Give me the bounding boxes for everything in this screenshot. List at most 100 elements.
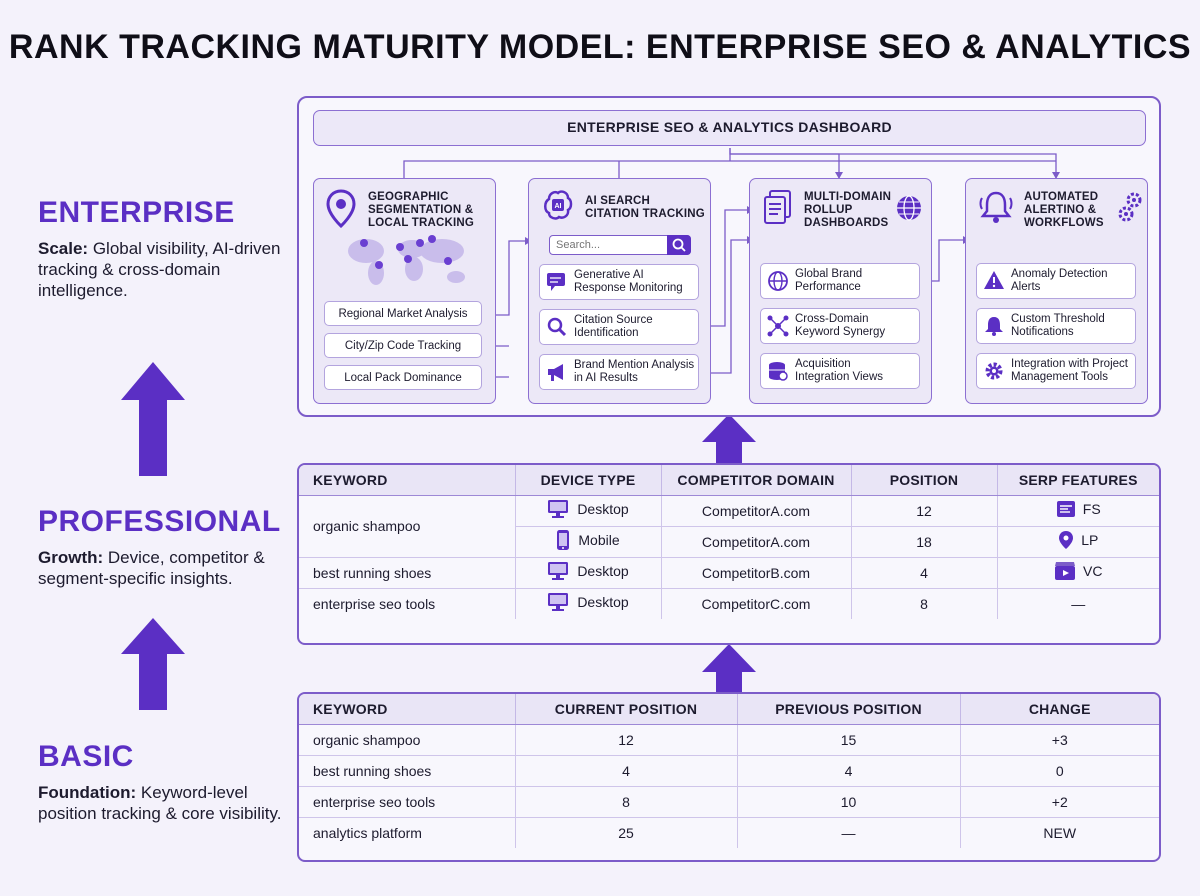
search-input[interactable] xyxy=(550,236,668,253)
up-arrow-icon xyxy=(121,618,185,710)
column-header: CURRENT POSITION xyxy=(515,694,738,725)
column-header: KEYWORD xyxy=(299,694,516,725)
feature-item[interactable]: Citation Source Identification xyxy=(539,309,699,345)
table-row: analytics platform 25 — NEW xyxy=(299,817,1159,848)
previous-position-cell: 10 xyxy=(737,786,961,818)
warning-icon xyxy=(984,271,1004,289)
level-professional: PROFESSIONAL Growth: Device, competitor … xyxy=(38,505,288,589)
search-button[interactable] xyxy=(667,235,691,255)
bell-icon xyxy=(979,191,1013,223)
table-row: best running shoes 4 4 0 xyxy=(299,755,1159,787)
position-cell: 4 xyxy=(851,557,998,589)
up-arrow-icon xyxy=(702,644,756,694)
position-cell: 8 xyxy=(851,588,998,619)
column-header: POSITION xyxy=(851,465,998,496)
feature-item[interactable]: Global Brand Performance xyxy=(760,263,920,299)
feature-item[interactable]: Integration with Project Management Tool… xyxy=(976,353,1136,389)
enterprise-dashboard-panel: ENTERPRISE SEO & ANALYTICS DASHBOARD xyxy=(297,96,1161,417)
location-pin-icon xyxy=(326,189,356,229)
professional-table-panel: KEYWORD DEVICE TYPE COMPETITOR DOMAIN PO… xyxy=(297,463,1161,645)
position-cell: 18 xyxy=(851,526,998,558)
feature-item[interactable]: Acquisition Integration Views xyxy=(760,353,920,389)
megaphone-icon xyxy=(548,364,563,381)
serp-cell: VC xyxy=(997,557,1159,589)
network-icon xyxy=(767,315,789,337)
position-cell: 12 xyxy=(851,495,998,527)
previous-position-cell: 15 xyxy=(737,724,961,756)
feature-item[interactable]: City/Zip Code Tracking xyxy=(324,333,482,358)
up-arrow-icon xyxy=(121,362,185,476)
feature-label: Acquisition Integration Views xyxy=(795,358,884,383)
current-position-cell: 4 xyxy=(515,755,738,787)
card-title: AUTOMATED ALERTINO & WORKFLOWS xyxy=(1024,191,1104,229)
feature-label: Custom Threshold Notifications xyxy=(1011,313,1105,338)
keyword-cell: organic shampoo xyxy=(299,724,516,756)
level-name: ENTERPRISE xyxy=(38,196,235,229)
level-description: Foundation: Keyword-level position track… xyxy=(38,783,282,823)
domain-cell: CompetitorC.com xyxy=(661,588,852,619)
table-row: best running shoes Desktop CompetitorB.c… xyxy=(299,557,1159,589)
feature-label: Anomaly Detection Alerts xyxy=(1011,268,1108,293)
column-header: COMPETITOR DOMAIN xyxy=(661,465,852,496)
change-cell: NEW xyxy=(1043,824,1077,841)
column-header: SERP FEATURES xyxy=(997,465,1159,496)
feature-item[interactable]: Brand Mention Analysis in AI Results xyxy=(539,354,699,390)
table-row: organic shampoo Desktop CompetitorA.com … xyxy=(299,495,1159,558)
device-cell: Mobile xyxy=(515,526,662,558)
level-basic: BASIC Foundation: Keyword-level position… xyxy=(38,740,288,824)
database-icon xyxy=(769,362,788,381)
multi-domain-card: MULTI-DOMAIN ROLLUP DASHBOARDS Global Br… xyxy=(749,178,932,404)
keyword-cell: enterprise seo tools xyxy=(299,588,516,619)
automated-alerting-card: AUTOMATED ALERTINO & WORKFLOWS Anomaly D… xyxy=(965,178,1148,404)
keyword-cell: enterprise seo tools xyxy=(299,786,516,818)
feature-item[interactable]: Cross-Domain Keyword Synergy xyxy=(760,308,920,344)
bell-icon xyxy=(985,317,1003,336)
basic-table-panel: KEYWORD CURRENT POSITION PREVIOUS POSITI… xyxy=(297,692,1161,862)
desktop-icon xyxy=(548,500,569,518)
feature-item[interactable]: Local Pack Dominance xyxy=(324,365,482,390)
level-description: Growth: Device, competitor & segment-spe… xyxy=(38,548,265,588)
card-title: GEOGRAPHIC SEGMENTATION & LOCAL TRACKING xyxy=(368,191,475,229)
level-name: PROFESSIONAL xyxy=(38,505,281,538)
keyword-cell: organic shampoo xyxy=(299,495,516,558)
globe-icon xyxy=(768,271,788,291)
serp-cell: LP xyxy=(997,526,1159,558)
table-row: enterprise seo tools 8 10 +2 xyxy=(299,786,1159,818)
chat-icon xyxy=(547,273,565,291)
device-cell: Desktop xyxy=(515,557,662,589)
feature-item[interactable]: Anomaly Detection Alerts xyxy=(976,263,1136,299)
keyword-cell: best running shoes xyxy=(299,755,516,787)
domain-cell: CompetitorB.com xyxy=(661,557,852,589)
svg-text:AI: AI xyxy=(555,203,562,210)
desktop-icon xyxy=(548,593,569,612)
keyword-cell: best running shoes xyxy=(299,557,516,589)
ai-citation-card: AI AI SEARCH CITATION TRACKING Generativ… xyxy=(528,178,711,404)
device-cell: Desktop xyxy=(515,588,662,619)
up-arrow-icon xyxy=(702,414,756,466)
geo-segmentation-card: GEOGRAPHIC SEGMENTATION & LOCAL TRACKING… xyxy=(313,178,496,404)
local-pack-pin-icon xyxy=(1059,531,1074,549)
mobile-icon xyxy=(557,530,570,550)
card-title: AI SEARCH CITATION TRACKING xyxy=(585,195,705,220)
feature-item[interactable]: Regional Market Analysis xyxy=(324,301,482,326)
domain-cell: CompetitorA.com xyxy=(661,526,852,558)
table-row: organic shampoo 12 15 +3 xyxy=(299,724,1159,756)
connector-lines xyxy=(403,148,1060,378)
keyword-cell: analytics platform xyxy=(299,817,516,848)
previous-position-cell: 4 xyxy=(737,755,961,787)
level-description: Scale: Global visibility, AI-driven trac… xyxy=(38,239,281,300)
desktop-icon xyxy=(548,562,569,580)
device-cell: Desktop xyxy=(515,495,662,527)
table-row: Mobile CompetitorA.com 18 LP xyxy=(299,526,1159,558)
feature-label: Generative AI Response Monitoring xyxy=(574,269,683,294)
column-header: KEYWORD xyxy=(299,465,516,496)
table-row: enterprise seo tools Desktop CompetitorC… xyxy=(299,588,1159,619)
feature-item[interactable]: Custom Threshold Notifications xyxy=(976,308,1136,344)
previous-position-cell: — xyxy=(737,817,961,848)
professional-table: KEYWORD DEVICE TYPE COMPETITOR DOMAIN PO… xyxy=(299,465,1159,619)
serp-cell: FS xyxy=(997,495,1159,527)
page-title: RANK TRACKING MATURITY MODEL: ENTERPRISE… xyxy=(8,28,1192,66)
search-box xyxy=(549,235,691,255)
current-position-cell: 25 xyxy=(515,817,738,848)
feature-item[interactable]: Generative AI Response Monitoring xyxy=(539,264,699,300)
